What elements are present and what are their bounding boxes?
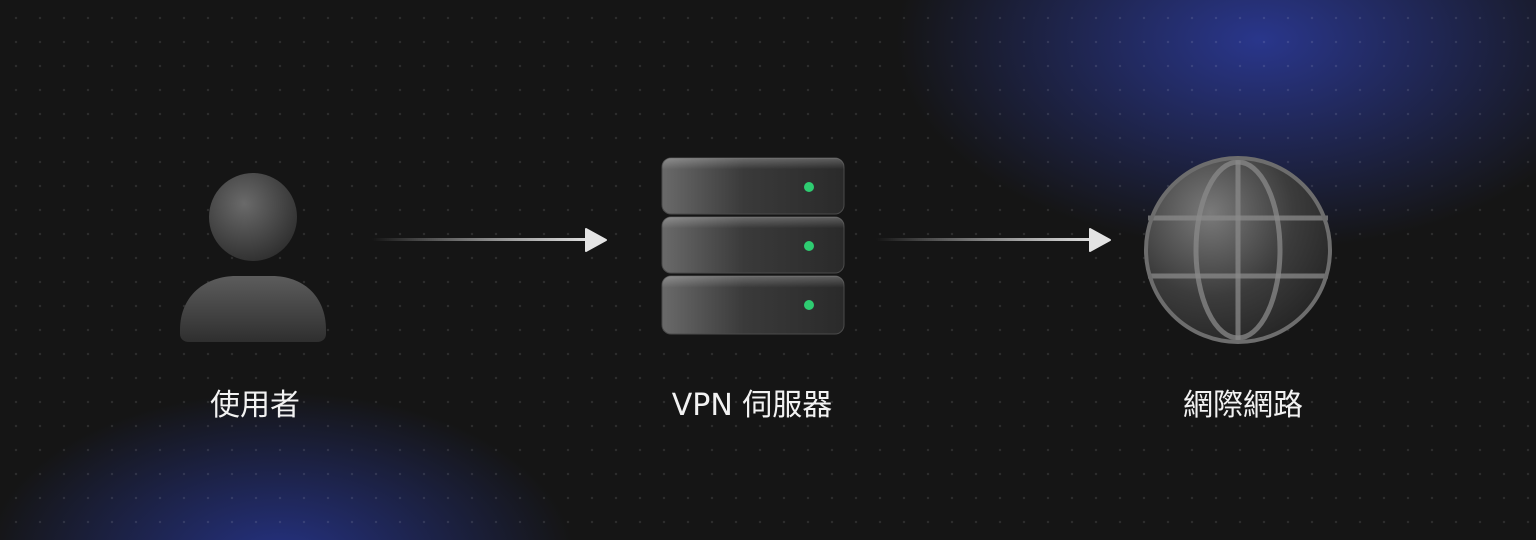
person-icon [180,173,326,342]
arrow-connector [368,226,612,254]
server-icon [661,157,845,335]
arrow-right-icon [876,228,1111,252]
arrow-right-icon [372,228,607,252]
vpn-server-label: VPN 伺服器 [671,388,833,423]
arrow-connector [872,226,1116,254]
internet-label: 網際網路 [1183,388,1303,423]
globe-icon [1144,156,1332,344]
vpn-server-node [658,154,848,340]
user-label: 使用者 [210,388,300,423]
internet-node [1140,152,1336,348]
user-node [176,170,332,346]
